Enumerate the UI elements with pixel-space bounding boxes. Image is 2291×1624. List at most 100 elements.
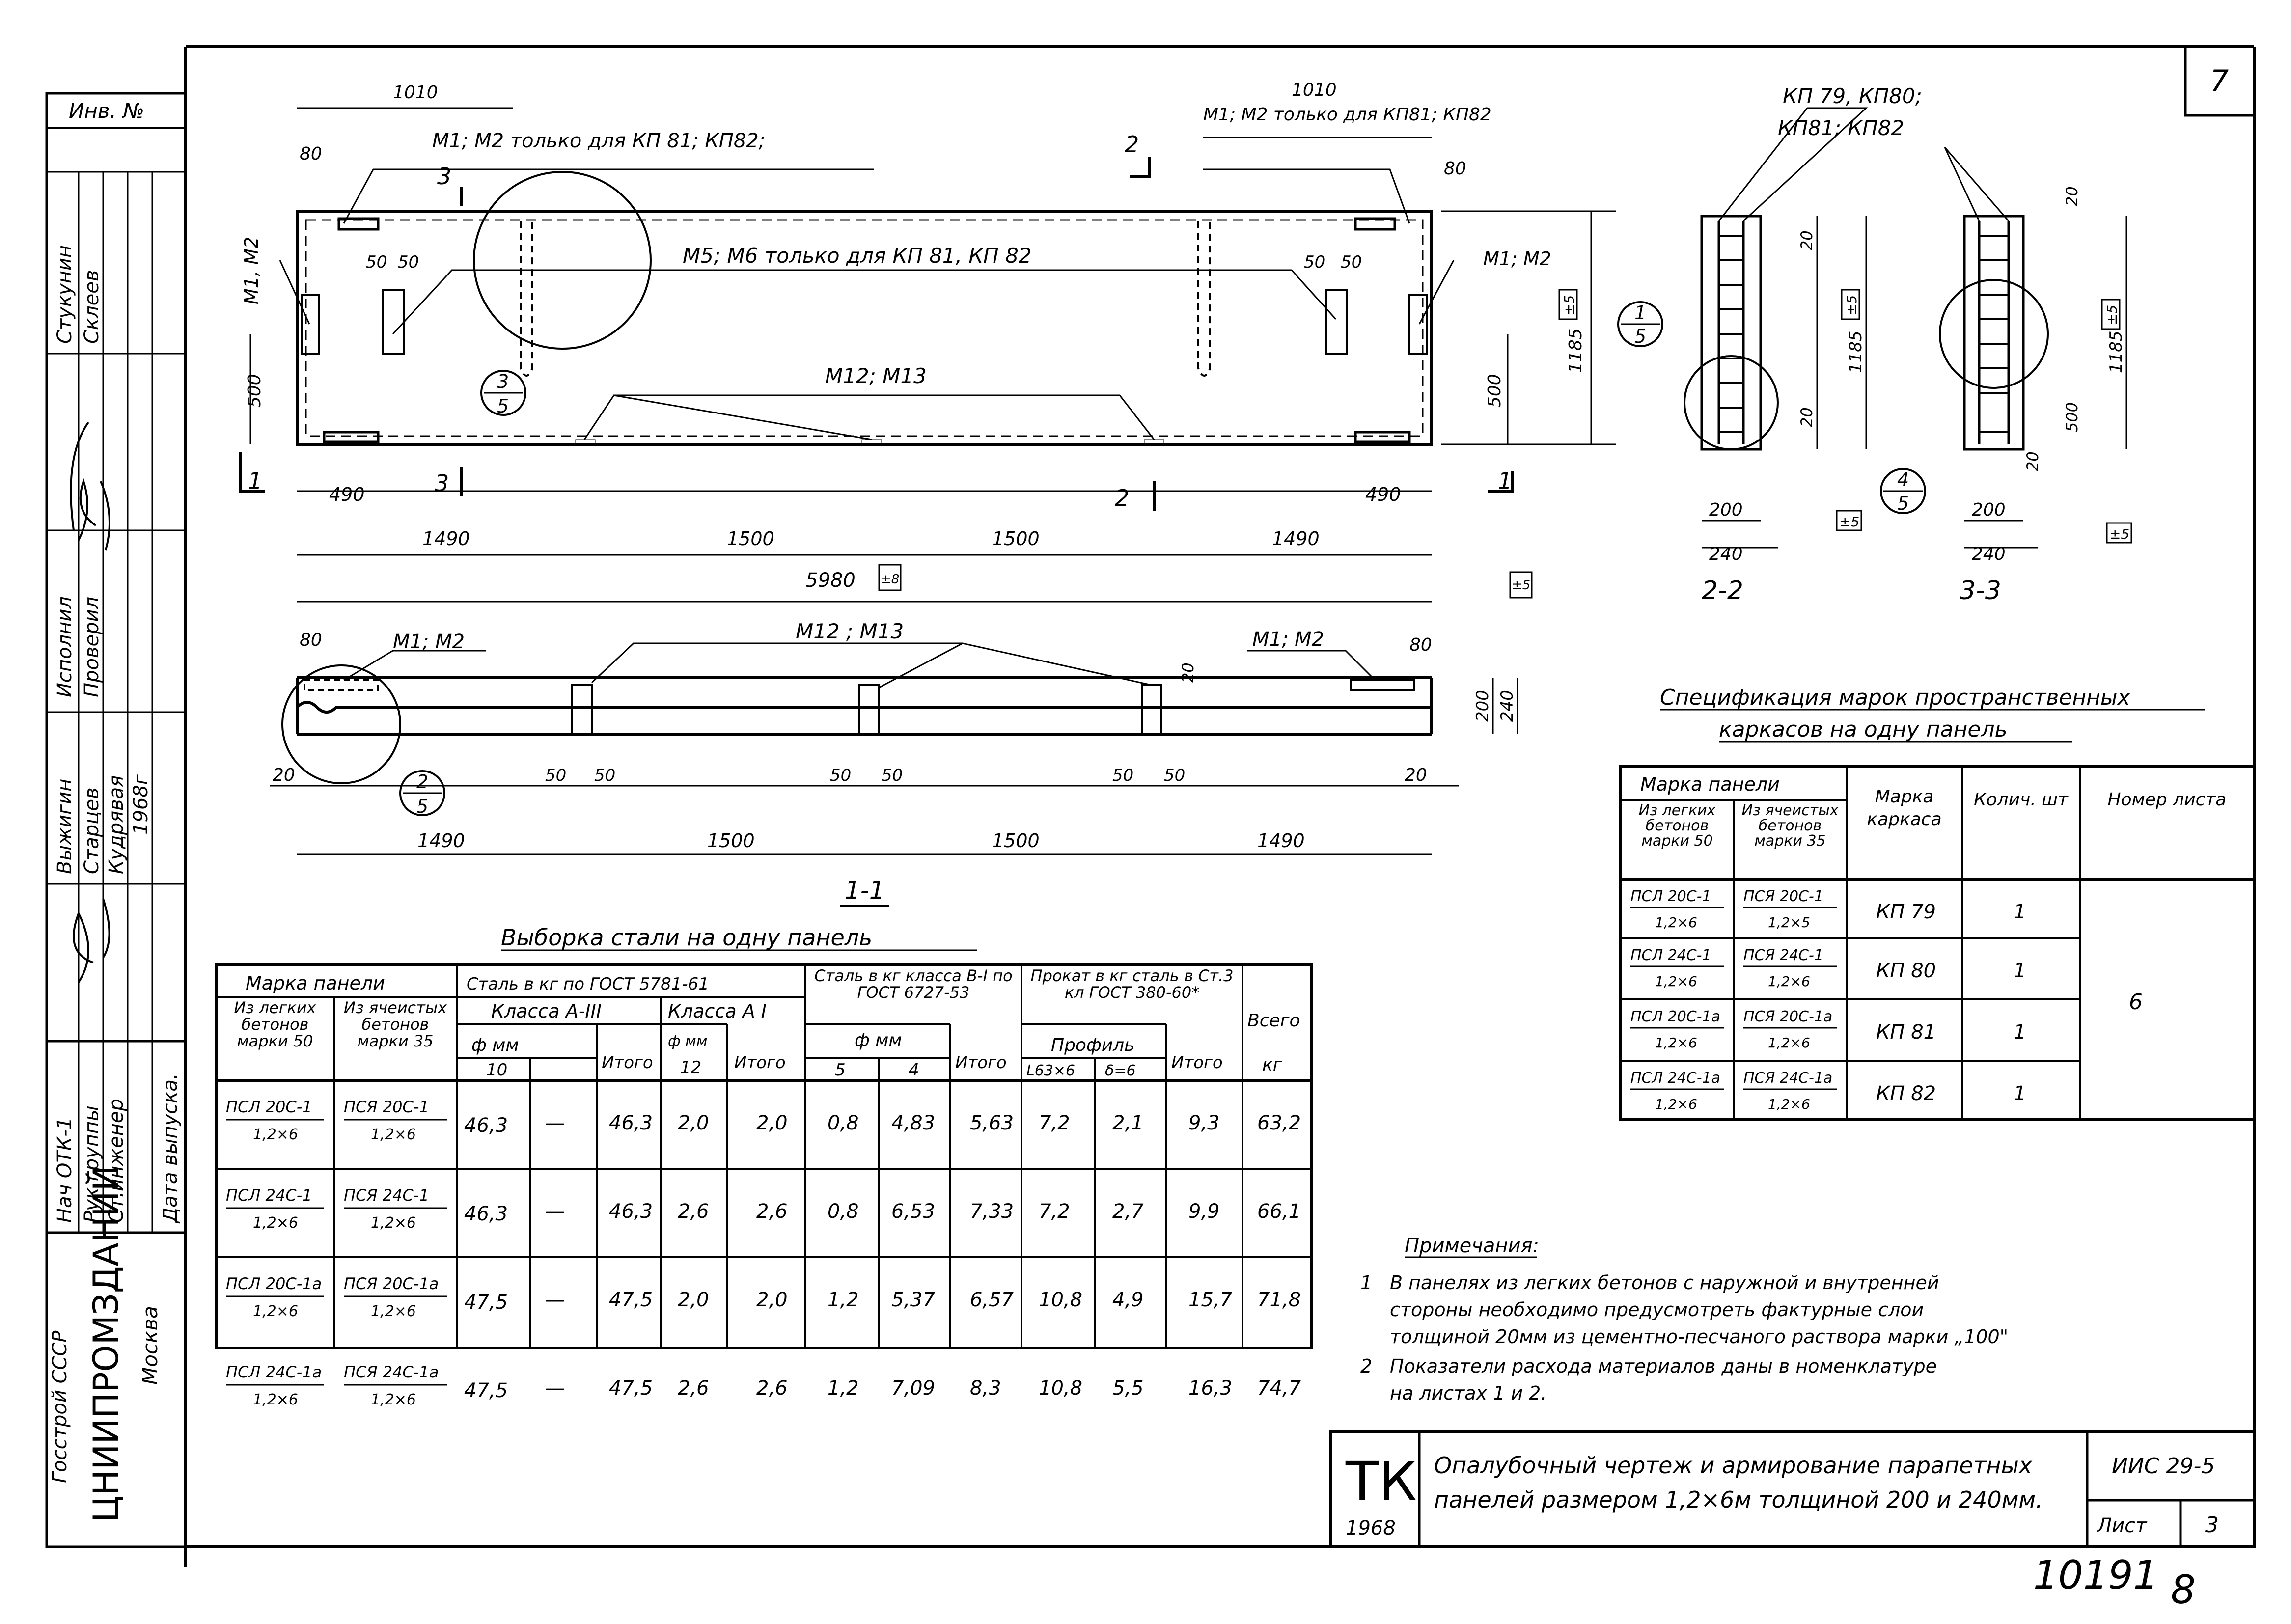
- steel-a10: 47,5: [464, 1291, 508, 1314]
- note-2-line-1: Показатели расхода материалов даны в ном…: [1390, 1355, 1937, 1377]
- steel-h-a1: Класса А I: [668, 1000, 767, 1022]
- plan-dim-80-right: 80: [1409, 635, 1432, 655]
- tol-side: ±5: [1561, 295, 1577, 315]
- dim-5980: 5980: [805, 569, 856, 592]
- steel-h-12: 12: [680, 1058, 701, 1077]
- sec-dim-1185-b: 1185: [2106, 330, 2126, 373]
- steel-cell-size: 1,2×6: [371, 1214, 416, 1232]
- note-m1-side-right: М1; М2: [1483, 248, 1551, 270]
- sec-dim-20-d: 20: [2023, 451, 2042, 471]
- steel-a12: 2,0: [678, 1289, 709, 1311]
- steel-h-prokat: Прокат в кг сталь в Ст.3 кл ГОСТ 380-60*: [1030, 967, 1234, 1002]
- dim-490-right: 490: [1365, 484, 1401, 505]
- steel-p-itogo: 9,9: [1188, 1200, 1220, 1223]
- steel-h-phi-b: ф мм: [855, 1030, 902, 1050]
- note-1-line-1: В панелях из легких бетонов с наружной и…: [1390, 1272, 1939, 1294]
- steel-h-cell: Из ячеистых бетонов марки 35: [343, 999, 447, 1050]
- spec-qty: 1: [2014, 960, 2026, 982]
- steel-h-4: 4: [909, 1060, 919, 1080]
- spec-light-mark: ПСЛ 24С-1: [1630, 947, 1711, 964]
- note-1-line-3: толщиной 20мм из цементно-песчаного раст…: [1390, 1326, 2008, 1348]
- title-tk: ТК: [1345, 1450, 1417, 1513]
- spec-title: Спецификация марок пространственных: [1660, 685, 2131, 710]
- steel-h-profile: Профиль: [1051, 1035, 1134, 1055]
- steel-h-steel-a: Сталь в кг по ГОСТ 5781-61: [467, 974, 709, 994]
- stamp-role-5: Проверил: [81, 597, 103, 697]
- dim-500-right: 500: [1485, 374, 1505, 408]
- plan-label-right: М1; М2: [1252, 628, 1324, 651]
- title-line-1: Опалубочный чертеж и армирование парапет…: [1434, 1452, 2033, 1479]
- steel-p-itogo: 15,7: [1188, 1289, 1233, 1311]
- title-year: 1968: [1346, 1517, 1396, 1540]
- sec-dim-20-b: 20: [1797, 407, 1816, 427]
- steel-h-d6: δ=6: [1105, 1062, 1136, 1079]
- callout-2-bottom: 5: [416, 796, 428, 817]
- steel-total: 74,7: [1257, 1377, 1301, 1400]
- steel-b4: 6,53: [891, 1200, 935, 1223]
- dim-1185: 1185: [1566, 328, 1586, 373]
- steel-b4: 7,09: [891, 1377, 935, 1400]
- title-sheet-number: 3: [2205, 1513, 2219, 1538]
- sec-tol-a: ±5: [1844, 295, 1860, 315]
- note-m1m2-left: М1; М2 только для КП 81; КП82;: [432, 130, 765, 152]
- stamp-date-label: Дата выпуска.: [159, 1073, 182, 1224]
- spec-cell-size: 1,2×6: [1768, 1035, 1810, 1051]
- steel-cell-mark: ПСЯ 20С-1: [344, 1098, 429, 1116]
- steel-a12-itogo: 2,0: [756, 1289, 788, 1311]
- note-2-num: 2: [1360, 1355, 1372, 1377]
- steel-h-itogo-p: Итого: [1171, 1053, 1223, 1073]
- plan-label-left: М1; М2: [393, 631, 465, 653]
- org-country: Госстрой СССР: [49, 1330, 71, 1483]
- steel-p-itogo: 16,3: [1188, 1377, 1232, 1400]
- plan-dim-50-4: 50: [882, 766, 903, 785]
- plan-dim-20-left: 20: [273, 765, 295, 785]
- title-block: ТК 1968 Опалубочный чертеж и армирование…: [1329, 1430, 2256, 1613]
- section-3-3-label: 3-3: [1960, 576, 2001, 606]
- steel-a12-itogo: 2,6: [756, 1377, 788, 1400]
- spec-light-mark: ПСЛ 20С-1а: [1630, 1008, 1720, 1025]
- spec-cell-mark: ПСЯ 24С-1: [1743, 947, 1823, 964]
- steel-total: 63,2: [1257, 1112, 1301, 1134]
- cut-2-bottom: 2: [1115, 485, 1129, 511]
- steel-cell-mark: ПСЯ 24С-1: [344, 1186, 429, 1205]
- steel-b4: 4,83: [891, 1112, 935, 1134]
- dim-80-right: 80: [1444, 159, 1466, 179]
- sec-dim-200-a: 200: [1709, 500, 1743, 520]
- tol-5980: ±8: [881, 572, 899, 587]
- steel-light-mark: ПСЛ 20С-1а: [226, 1274, 322, 1293]
- steel-a12: 2,6: [678, 1200, 709, 1223]
- steel-light-mark: ПСЛ 24С-1: [226, 1186, 312, 1205]
- org-name: ЦНИИПРОМЗДАНИЙ: [86, 1165, 126, 1522]
- sec-tol-c: ±5: [1839, 514, 1859, 530]
- stamp-role-3: Ст.инженер: [105, 1099, 128, 1223]
- panel-elevation: 3 5 1010 1010 80 80 50 50: [239, 80, 1616, 603]
- cut-1-right: 1: [1498, 468, 1512, 494]
- steel-p2: 2,1: [1112, 1112, 1144, 1134]
- steel-h-total: Всего: [1247, 1011, 1300, 1031]
- spec-cell-mark: ПСЯ 24С-1а: [1743, 1070, 1832, 1087]
- steel-b5: 0,8: [828, 1200, 859, 1223]
- steel-p1: 7,2: [1039, 1200, 1070, 1223]
- steel-b-itogo: 6,57: [970, 1289, 1014, 1311]
- dim-500-left: 500: [245, 374, 265, 408]
- steel-a12: 2,0: [678, 1112, 709, 1134]
- spec-h-panel: Марка панели: [1640, 773, 1780, 795]
- spec-frame-mark: КП 80: [1876, 960, 1936, 982]
- callout-1-bottom: 5: [1634, 326, 1646, 347]
- steel-light-size: 1,2×6: [253, 1126, 298, 1143]
- spec-qty: 1: [2014, 901, 2026, 923]
- callout-2-top: 2: [416, 771, 428, 793]
- steel-h-10: 10: [486, 1060, 507, 1080]
- spec-h-light: Из легких бетонов марки 50: [1638, 803, 1716, 850]
- sec-dim-1185-a: 1185: [1846, 330, 1866, 373]
- steel-a-itogo: 46,3: [609, 1200, 653, 1223]
- title-line-2: панелей размером 1,2×6м толщиной 200 и 2…: [1434, 1486, 2043, 1513]
- sec-dim-20-a: 20: [1797, 230, 1816, 250]
- steel-p1: 10,8: [1039, 1289, 1082, 1311]
- steel-p2: 2,7: [1112, 1200, 1144, 1223]
- signatures: [70, 421, 110, 983]
- title-series: ИИС 29-5: [2112, 1454, 2215, 1479]
- spec-qty: 1: [2014, 1021, 2026, 1044]
